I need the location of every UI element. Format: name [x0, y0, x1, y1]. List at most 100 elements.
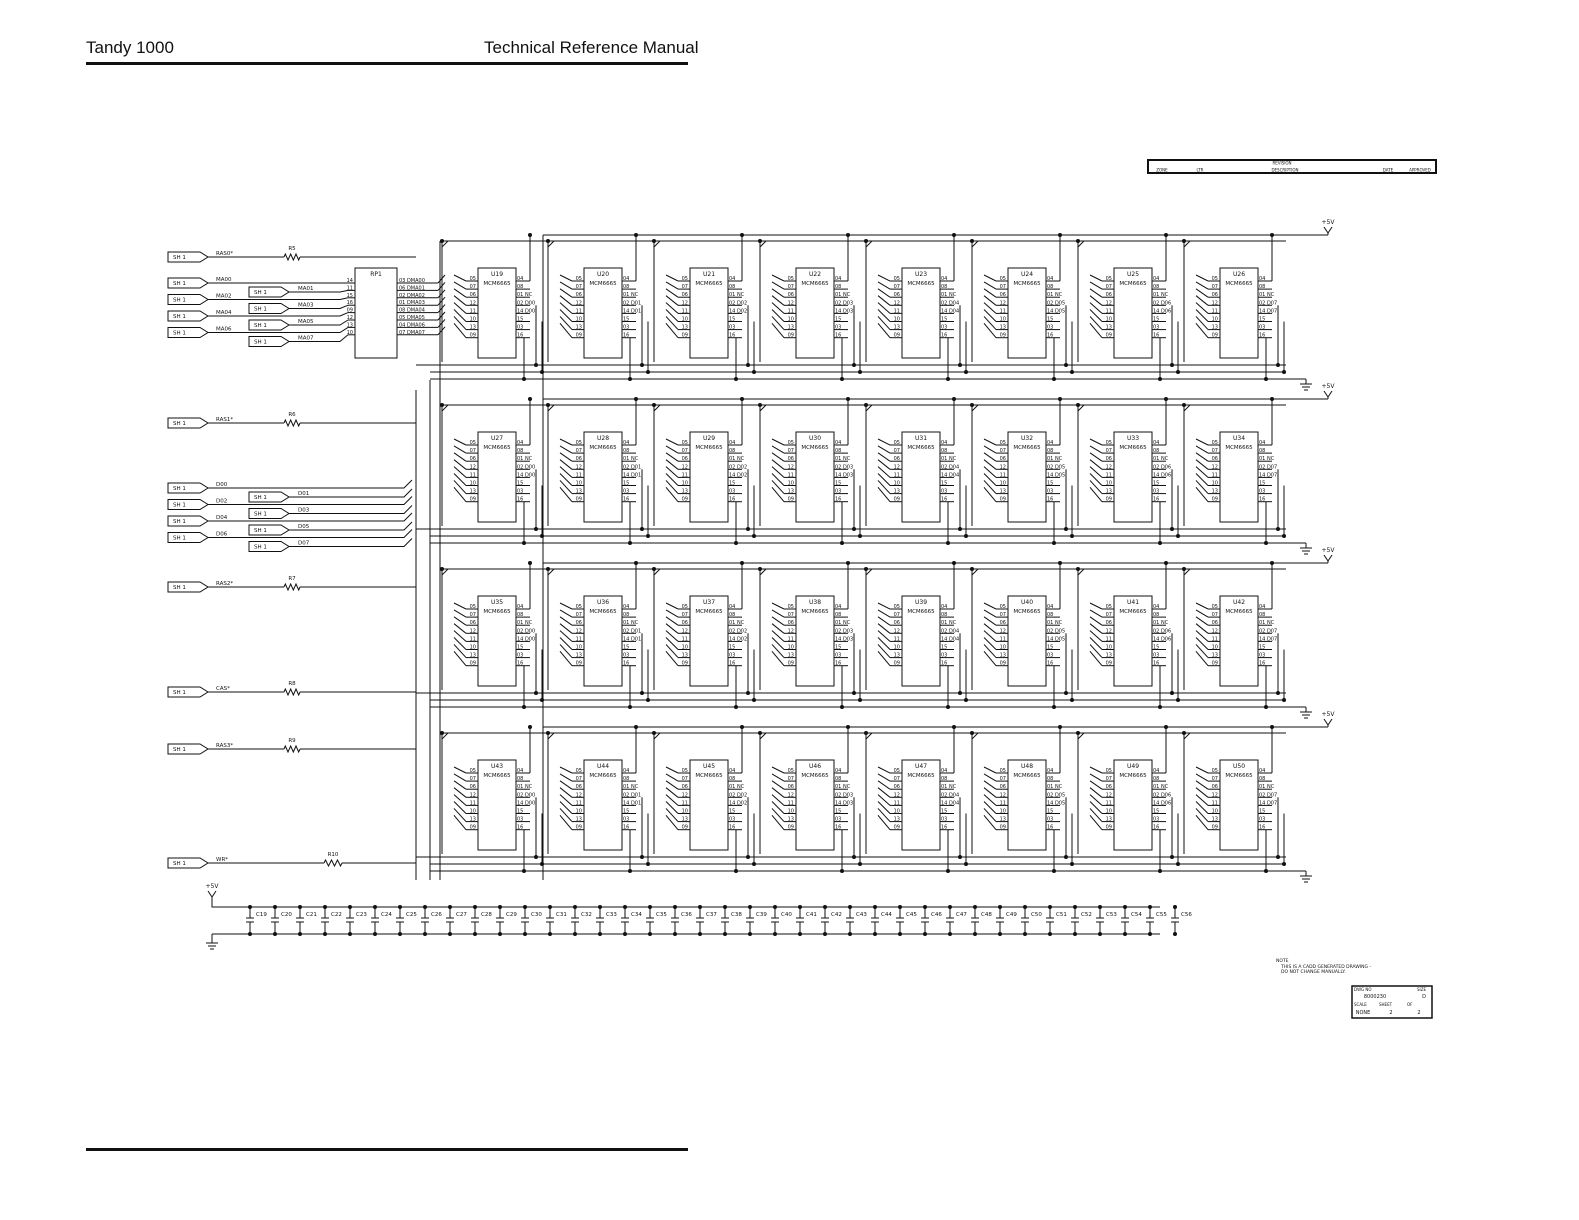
- pin-lead: [1089, 480, 1103, 494]
- pin-lead: [453, 623, 467, 634]
- pin-number: 03: [623, 653, 629, 659]
- bracket: [441, 732, 449, 740]
- junction-dot: [840, 705, 844, 709]
- pin-number: 14 D01: [623, 308, 641, 314]
- pin-lead: [983, 445, 997, 454]
- connector-label: SH 1: [254, 323, 267, 329]
- pin-number: 10: [894, 645, 900, 651]
- pin-number: 02 D05: [1047, 464, 1065, 470]
- pin-lead: [1195, 808, 1209, 822]
- pin-number: 15: [623, 645, 629, 651]
- pin-lead: [983, 801, 997, 814]
- pin-number: 05: [682, 768, 688, 774]
- chip-u32: [1007, 431, 1047, 523]
- junction-dot: [1064, 527, 1068, 531]
- pin-number: 09: [682, 825, 688, 831]
- pin-number: 09: [1106, 333, 1112, 339]
- junction-dot: [1182, 403, 1186, 407]
- vcc-label: +5V: [1322, 219, 1336, 226]
- pin-lead: [453, 787, 467, 798]
- pin-number: 13: [1212, 325, 1218, 331]
- pin-lead: [1195, 309, 1209, 322]
- pin-number: 15: [729, 317, 735, 323]
- junction-dot: [858, 534, 862, 538]
- connector-flag: [167, 251, 209, 263]
- pin-number: 16: [835, 661, 841, 667]
- pin-number: 10: [1212, 645, 1218, 651]
- pin-number: 16: [941, 333, 947, 339]
- pin-number: 07: [894, 612, 900, 618]
- connector-flag: [167, 417, 209, 429]
- vcc-label: +5V: [1322, 547, 1336, 554]
- junction-dot: [958, 363, 962, 367]
- pin-number: 07: [1212, 612, 1218, 618]
- pin-number: 02 D02: [729, 464, 747, 470]
- pin-number: 09: [894, 661, 900, 667]
- pin-number: 07: [1000, 448, 1006, 454]
- junction-dot: [473, 905, 477, 909]
- pin-number: 11: [1000, 636, 1006, 642]
- pin-number: 07: [576, 612, 582, 618]
- pin-number: 08: [517, 776, 523, 782]
- connector-label: SH 1: [173, 536, 186, 542]
- pin-lead: [983, 438, 997, 446]
- junction-dot: [1064, 855, 1068, 859]
- rp1-output-label: 01 DMA03: [399, 300, 425, 306]
- pin-number: 15: [835, 809, 841, 815]
- pin-number: 10: [682, 645, 688, 651]
- junction-dot: [1070, 534, 1074, 538]
- pin-number: 14 D05: [1047, 636, 1065, 642]
- pin-number: 10: [788, 317, 794, 323]
- pin-number: 14 D04: [941, 472, 959, 478]
- junction-dot: [628, 705, 632, 709]
- junction-dot: [740, 561, 744, 565]
- pin-number: 09: [894, 497, 900, 503]
- pin-number: 01 NC: [941, 620, 957, 626]
- pin-number: 05: [1106, 276, 1112, 282]
- pin-lead: [771, 787, 785, 798]
- pin-number: 06: [470, 784, 476, 790]
- chip-type: MCM6665: [1119, 609, 1147, 615]
- pin-number: 13: [1212, 489, 1218, 495]
- vcc-label: +5V: [206, 883, 220, 890]
- pin-lead: [559, 616, 573, 626]
- pin-number: 11: [894, 308, 900, 314]
- pin-number: 04: [729, 440, 735, 446]
- pin-number: 16: [835, 497, 841, 503]
- pin-number: 03: [1259, 489, 1265, 495]
- pin-number: 05: [470, 276, 476, 282]
- bracket: [1183, 404, 1191, 412]
- pin-lead: [665, 780, 679, 790]
- pin-lead: [453, 773, 467, 782]
- pin-number: 16: [941, 825, 947, 831]
- pin-lead: [559, 637, 573, 650]
- capacitor-label: C20: [281, 912, 292, 918]
- pin-number: 16: [1153, 333, 1159, 339]
- pin-number: 16: [517, 333, 523, 339]
- pin-lead: [877, 302, 891, 314]
- pin-number: 01 NC: [835, 456, 851, 462]
- chip-id: U45: [703, 763, 715, 770]
- capacitor-label: C36: [681, 912, 692, 918]
- junction-dot: [540, 698, 544, 702]
- pin-number: 05: [576, 604, 582, 610]
- pin-lead: [771, 316, 785, 330]
- pin-number: 05: [894, 276, 900, 282]
- pin-number: 15: [941, 317, 947, 323]
- bracket: [1077, 240, 1085, 248]
- chip-id: U21: [703, 271, 715, 278]
- pin-number: 07: [1212, 284, 1218, 290]
- pin-number: 11: [576, 636, 582, 642]
- pin-number: 13: [576, 325, 582, 331]
- pin-number: 12: [576, 300, 582, 306]
- junction-dot: [323, 905, 327, 909]
- junction-dot: [1076, 403, 1080, 407]
- pin-number: 16: [729, 661, 735, 667]
- capacitor-label: C51: [1056, 912, 1067, 918]
- junction-dot: [1276, 527, 1280, 531]
- pin-lead: [1089, 473, 1103, 486]
- pin-number: 15: [623, 481, 629, 487]
- pin-number: 12: [576, 792, 582, 798]
- pin-lead: [771, 623, 785, 634]
- junction-dot: [873, 905, 877, 909]
